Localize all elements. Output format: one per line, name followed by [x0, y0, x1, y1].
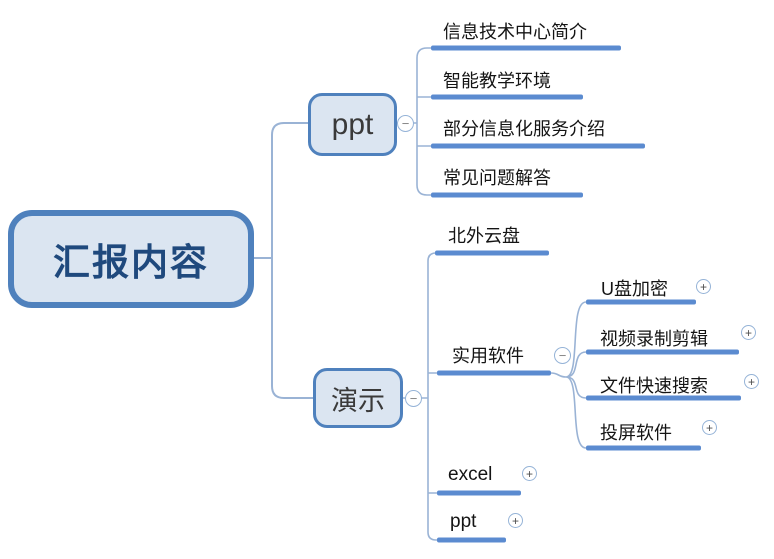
- root-topic[interactable]: 汇报内容: [8, 210, 254, 308]
- topic-touping-ruanjian[interactable]: 投屏软件: [600, 423, 672, 443]
- underline-bar: [431, 192, 583, 198]
- underline-bar: [435, 250, 549, 256]
- software-children-fan-lines: [550, 301, 587, 449]
- collapse-icon-shiyong-ruanjian[interactable]: −: [554, 347, 571, 364]
- root-topic-label: 汇报内容: [53, 242, 209, 283]
- topic-excel[interactable]: excel: [448, 464, 493, 485]
- topic-bufen-xinxihua-fuwu-jieshao[interactable]: 部分信息化服务介绍: [443, 119, 605, 139]
- topic-upan-jiami[interactable]: U盘加密: [601, 279, 668, 299]
- plus-glyph: +: [744, 325, 752, 340]
- underline-bar: [586, 395, 741, 401]
- plus-glyph: +: [747, 374, 755, 389]
- expand-icon-upan-jiami[interactable]: +: [696, 279, 711, 294]
- expand-icon-shipin-luzhi-jianji[interactable]: +: [741, 325, 756, 340]
- plus-glyph: +: [699, 279, 707, 294]
- branch-topic-ppt[interactable]: ppt: [308, 93, 397, 156]
- plus-glyph: +: [525, 466, 533, 481]
- collapse-icon-yanshi[interactable]: −: [405, 390, 422, 407]
- underline-bar: [586, 299, 696, 305]
- topic-beiwai-yunpan[interactable]: 北外云盘: [448, 226, 520, 246]
- underline-bar: [431, 143, 645, 149]
- plus-glyph: +: [705, 420, 713, 435]
- topic-zhineng-jiaoxue-huanjing[interactable]: 智能教学环境: [443, 71, 551, 91]
- collapse-icon-ppt[interactable]: −: [397, 115, 414, 132]
- trunk-connector-line: [253, 122, 314, 399]
- branch-topic-yanshi-label: 演示: [331, 385, 385, 416]
- expand-icon-wenjian-kuaisu-sousuo[interactable]: +: [744, 374, 759, 389]
- minus-glyph: −: [409, 391, 418, 406]
- topic-shiyong-ruanjian[interactable]: 实用软件: [452, 346, 524, 366]
- topic-wenjian-kuaisu-sousuo[interactable]: 文件快速搜索: [600, 376, 708, 396]
- underline-bar: [437, 537, 506, 543]
- minus-glyph: −: [401, 116, 410, 131]
- topic-ppt-sub[interactable]: ppt: [450, 511, 477, 532]
- topic-changjian-wenti-jieda[interactable]: 常见问题解答: [443, 168, 551, 188]
- plus-glyph: +: [511, 513, 519, 528]
- underline-bar: [431, 94, 583, 100]
- underline-bar: [431, 45, 621, 51]
- expand-icon-touping-ruanjian[interactable]: +: [702, 420, 717, 435]
- branch-topic-ppt-label: ppt: [331, 107, 374, 141]
- underline-bar: [437, 490, 521, 496]
- expand-icon-excel[interactable]: +: [522, 466, 537, 481]
- underline-bar: [437, 370, 551, 376]
- topic-xinxi-jishu-zhongxin-jianjie[interactable]: 信息技术中心简介: [443, 22, 587, 42]
- underline-bar: [586, 445, 701, 451]
- branch-topic-yanshi[interactable]: 演示: [313, 368, 403, 428]
- minus-glyph: −: [558, 348, 567, 363]
- expand-icon-ppt-sub[interactable]: +: [508, 513, 523, 528]
- topic-shipin-luzhi-jianji[interactable]: 视频录制剪辑: [600, 329, 708, 349]
- underline-bar: [586, 349, 739, 355]
